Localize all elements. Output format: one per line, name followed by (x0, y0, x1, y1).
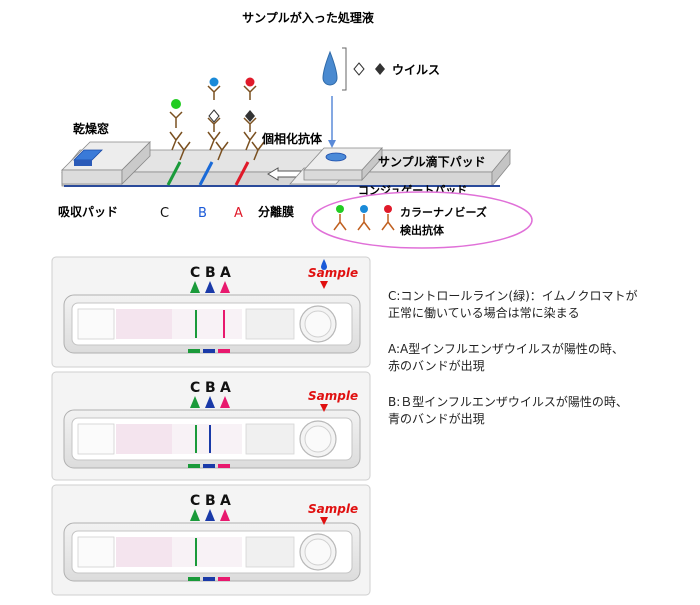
marker-a-icon (220, 509, 230, 521)
bound-complex-b (207, 77, 221, 132)
bar-a (218, 349, 230, 353)
sample-well-inner (304, 538, 332, 566)
control-line-note-line1: C:コントロールライン(緑)：イムノクロマトが (388, 289, 638, 303)
marker-c-icon (190, 396, 200, 408)
control-line-note-line2: 正常に働いている場合は常に染まる (388, 306, 580, 320)
type-a-note: A:A型インフルエンザウイルスが陽性の時、 赤のバンドが出現 (388, 341, 624, 375)
bound-complex-c (169, 99, 183, 128)
bubble-label-antibody: 検出抗体 (400, 223, 445, 237)
marker-c-icon (190, 509, 200, 521)
sample-pad-area (245, 423, 295, 455)
line-letter-a: A (220, 493, 231, 509)
line-c-label: C (160, 206, 169, 221)
bar-b (203, 349, 215, 353)
reaction-area (172, 309, 242, 339)
type-b-note: B:Ｂ型インフルエンザウイルスが陽性の時、 青のバンドが出現 (388, 394, 628, 428)
sample-label: Sample (308, 266, 358, 280)
bar-a (218, 464, 230, 468)
sample-label: Sample (308, 502, 358, 516)
virus-label: ウイルス (392, 63, 440, 77)
line-letter-a: A (220, 265, 231, 281)
bubble-label-beads: カラーナノビーズ (400, 205, 487, 219)
bracket-icon (342, 47, 347, 91)
line-letter-c: C (190, 493, 200, 509)
sample-label: Sample (308, 389, 358, 403)
line-letter-c: C (190, 265, 200, 281)
bar-c (188, 349, 200, 353)
bar-b (203, 464, 215, 468)
type-b-note-line1: B:Ｂ型インフルエンザウイルスが陽性の時、 (388, 395, 628, 409)
marker-a-icon (220, 396, 230, 408)
absorbent-area (77, 536, 115, 568)
sample-drop-icon (321, 259, 327, 270)
membrane-area (116, 424, 172, 454)
absorbent-area (77, 423, 115, 455)
droplet-icon (322, 50, 338, 86)
sample-pad-area (245, 536, 295, 568)
bar-b (203, 577, 215, 581)
membrane-area (116, 309, 172, 339)
marker-a-icon (220, 281, 230, 293)
sample-spot (325, 152, 347, 162)
sample-pad-label: サンプル滴下パッド (378, 154, 486, 169)
bar-c (188, 464, 200, 468)
detection-antibody-icons (333, 205, 395, 231)
line-b-mark (198, 161, 214, 186)
line-letter-b: B (205, 380, 216, 396)
filled-diamond-icon (375, 63, 385, 75)
reaction-area (172, 424, 242, 454)
marker-b-icon (205, 509, 215, 521)
control-line-note: C:コントロールライン(緑)：イムノクロマトが 正常に働いている場合は常に染まる (388, 288, 638, 322)
marker-b-icon (205, 396, 215, 408)
absorbent-area (77, 308, 115, 340)
sample-arrow-icon (320, 404, 328, 412)
absorb-pad-label: 吸収パッド (58, 205, 118, 219)
line-letter-b: B (205, 493, 216, 509)
line-b-label: B (198, 206, 207, 221)
conjugate-detail-bubble (311, 191, 533, 249)
line-a-mark (234, 161, 250, 186)
line-a-label: A (234, 206, 243, 221)
line-c-mark (166, 161, 182, 186)
test-strip-structure-diagram: サンプルが入った処理液 ウイルス 乾燥窓 (58, 10, 533, 249)
open-diamond-icon (353, 62, 365, 76)
sample-arrow-icon (320, 517, 328, 525)
type-a-note-line2: 赤のバンドが出現 (388, 359, 485, 373)
line-letter-c: C (190, 380, 200, 396)
separation-membrane-label: 分離膜 (258, 204, 294, 219)
reaction-area (172, 537, 242, 567)
line-letter-b: B (205, 265, 216, 281)
membrane-area (116, 537, 172, 567)
marker-b-icon (205, 281, 215, 293)
sample-well-inner (304, 425, 332, 453)
type-b-note-line2: 青のバンドが出現 (388, 412, 485, 426)
bound-complex-a (243, 77, 257, 132)
sample-solution-title: サンプルが入った処理液 (242, 10, 374, 25)
immobilized-antibodies (169, 131, 265, 161)
type-a-note-line1: A:A型インフルエンザウイルスが陽性の時、 (388, 342, 624, 356)
marker-c-icon (190, 281, 200, 293)
sample-well-inner (304, 310, 332, 338)
drying-window-label: 乾燥窓 (73, 121, 109, 136)
antibody-label: 個相化抗体 (261, 131, 323, 146)
bar-c (188, 577, 200, 581)
line-letter-a: A (220, 380, 231, 396)
bar-a (218, 577, 230, 581)
sample-arrow-icon (320, 281, 328, 289)
sample-pad-area (245, 308, 295, 340)
